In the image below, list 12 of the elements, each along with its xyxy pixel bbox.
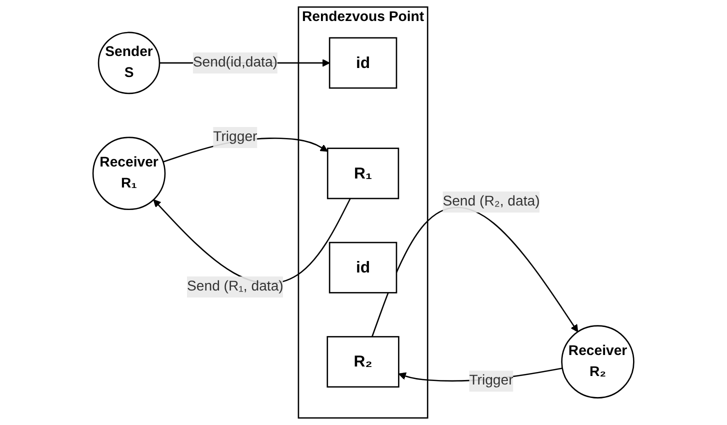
edge-label: Send(id,data): [193, 55, 278, 70]
edge-label: Send (R₂, data): [442, 194, 540, 210]
node-box: id: [329, 242, 398, 294]
node-box: id: [329, 37, 398, 89]
edge-label: Send (R₁, data): [187, 279, 284, 294]
node-box: R₁: [327, 148, 400, 200]
node-circle: Receiver R₂: [561, 325, 634, 398]
edge-label: Trigger: [469, 373, 514, 388]
edge-label: Trigger: [213, 130, 258, 145]
node-box: R₂: [326, 336, 400, 388]
node-circle: Receiver R₁: [92, 136, 166, 210]
node-circle: Sender S: [98, 32, 160, 94]
